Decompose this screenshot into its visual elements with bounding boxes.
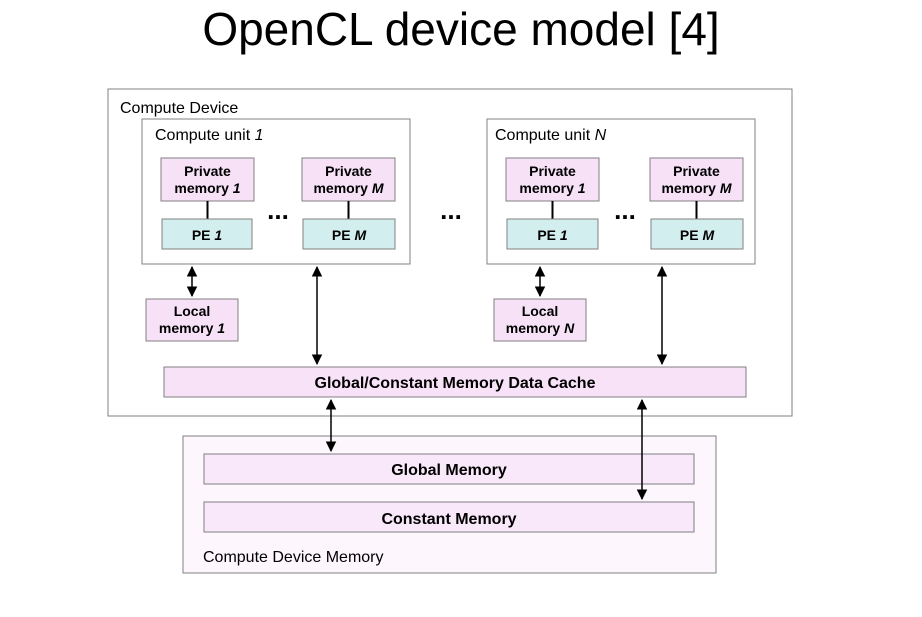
compute-unit-n-label: Compute unit N — [495, 127, 607, 144]
constant-memory-label: Constant Memory — [381, 511, 516, 528]
unit-1-private-memory-m-line1: Private — [325, 163, 372, 179]
device-memory-label: Compute Device Memory — [203, 549, 384, 566]
local-memory-1-line1: Local — [174, 303, 211, 319]
local-memory-1-line2: memory 1 — [159, 320, 225, 336]
local-memory-n — [493, 298, 587, 342]
global-memory-label: Global Memory — [391, 462, 507, 479]
unit-n-private-memory-1 — [505, 157, 600, 202]
unit-n-private-memory-1-line1: Private — [529, 163, 576, 179]
unit-n-pe-1-label: PE 1 — [537, 227, 568, 243]
unit-n-ellipsis: ... — [614, 195, 636, 225]
global-memory-box — [203, 453, 695, 485]
unit-1-pe-1-label: PE 1 — [192, 227, 223, 243]
unit-1-private-memory-1-line1: Private — [184, 163, 231, 179]
compute-device-label: Compute Device — [120, 100, 238, 117]
local-memory-1 — [145, 298, 239, 342]
compute-unit-1-label: Compute unit 1 — [155, 127, 264, 144]
unit-n-pe-m-label: PE M — [680, 227, 715, 243]
unit-n-pe-m — [650, 218, 744, 250]
local-memory-n-line2: memory N — [506, 320, 575, 336]
data-cache-box — [163, 366, 747, 398]
between-units-ellipsis: ... — [440, 195, 462, 225]
unit-n-private-memory-m — [649, 157, 744, 202]
unit-1-pe-m — [302, 218, 396, 250]
unit-1-pe-1 — [161, 218, 253, 250]
data-cache-label: Global/Constant Memory Data Cache — [315, 375, 596, 392]
unit-n-pe-1 — [506, 218, 599, 250]
unit-1-private-memory-1 — [160, 157, 255, 202]
unit-1-pe-m-label: PE M — [332, 227, 367, 243]
unit-1-ellipsis: ... — [267, 195, 289, 225]
unit-n-private-memory-1-line2: memory 1 — [519, 180, 585, 196]
unit-1-private-memory-m-line2: memory M — [313, 180, 383, 196]
page-title: OpenCL device model [4] — [202, 3, 720, 55]
unit-n-private-memory-m-line1: Private — [673, 163, 720, 179]
constant-memory-box — [203, 501, 695, 533]
unit-n-private-memory-m-line2: memory M — [661, 180, 731, 196]
local-memory-n-line1: Local — [522, 303, 559, 319]
unit-1-private-memory-1-line2: memory 1 — [174, 180, 240, 196]
